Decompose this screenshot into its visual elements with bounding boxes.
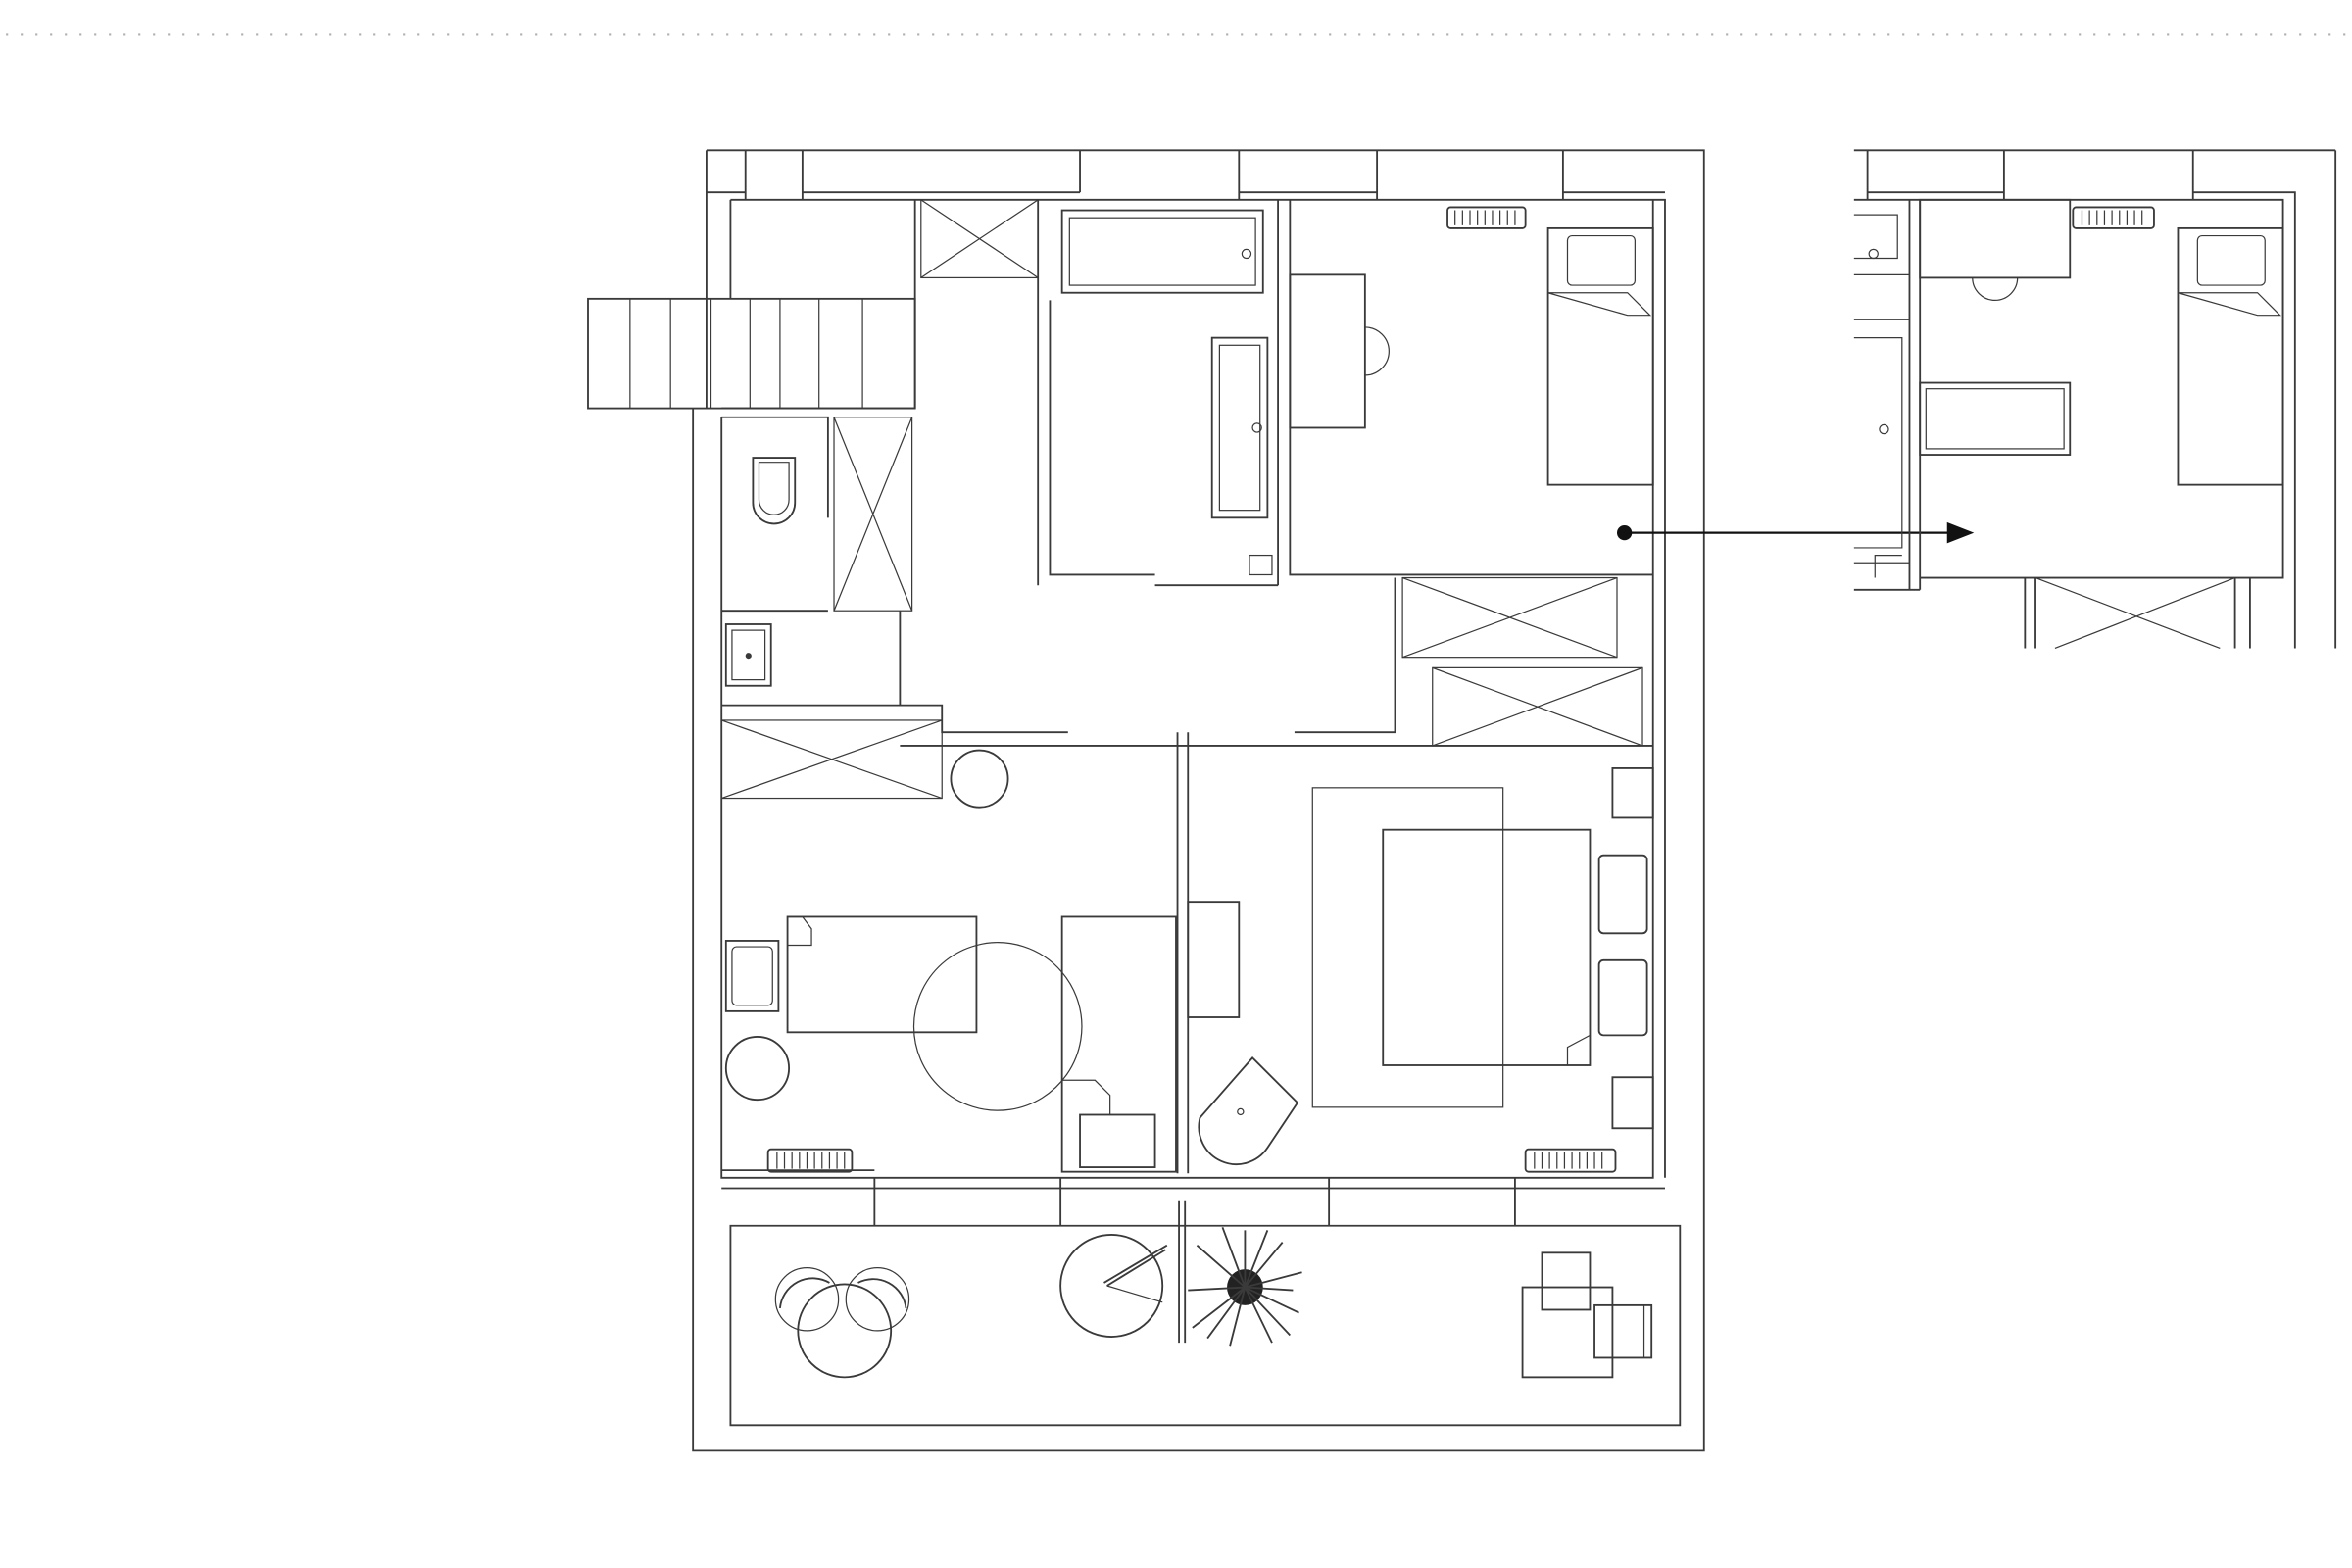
main-floor-plan xyxy=(587,149,1705,1452)
stairs-icon xyxy=(587,199,916,410)
chair-icon xyxy=(1198,1055,1299,1165)
bedroom-bottom-right xyxy=(1187,767,1654,1173)
bedroom-top-right xyxy=(1289,206,1654,486)
arrow-icon xyxy=(1617,521,1975,544)
nightstand-icon xyxy=(1611,1076,1654,1130)
door-arc xyxy=(912,942,1083,1111)
bed-icon xyxy=(786,915,978,1034)
radiator-icon xyxy=(766,1148,854,1173)
chair-icon xyxy=(1079,1113,1156,1168)
radiator-icon xyxy=(1524,1148,1617,1173)
toilet-icon xyxy=(752,457,797,525)
table-icon xyxy=(774,1267,910,1379)
radiator-icon xyxy=(1446,206,1527,229)
desk-icon xyxy=(1187,901,1241,1018)
bedroom-bottom-left xyxy=(724,915,1177,1173)
sink-icon xyxy=(724,623,772,687)
bed-icon xyxy=(2177,226,2284,486)
lounge-chair-icon xyxy=(1521,1251,1653,1379)
wardrobe-icon xyxy=(2024,576,2251,650)
chair-icon xyxy=(1972,277,2019,301)
exterior-walls xyxy=(692,149,1705,1452)
wardrobe-icon xyxy=(1060,915,1177,1173)
desk-icon xyxy=(1919,198,2072,279)
table-icon xyxy=(1059,1234,1168,1338)
radiator-icon xyxy=(2072,206,2155,229)
desk-icon xyxy=(1289,273,1366,429)
chair-icon xyxy=(724,1035,791,1102)
terrace xyxy=(729,1200,1682,1427)
rug-icon xyxy=(1311,787,1504,1108)
bathtub-icon xyxy=(1919,381,2072,456)
wardrobe-icon xyxy=(720,199,1643,800)
plant-icon xyxy=(1188,1226,1302,1347)
detail-view-alternate-layout xyxy=(1853,149,2337,650)
interior-walls xyxy=(721,199,1653,1174)
bed-icon xyxy=(1546,226,1654,486)
bathtub-icon xyxy=(1060,209,1273,576)
bed-icon xyxy=(1382,828,1648,1066)
nightstand-icon xyxy=(724,940,780,1012)
chair-icon xyxy=(1364,326,1390,376)
hall-table-icon xyxy=(950,749,1009,808)
nightstand-icon xyxy=(1611,767,1654,819)
sink-icon xyxy=(1853,214,1910,578)
